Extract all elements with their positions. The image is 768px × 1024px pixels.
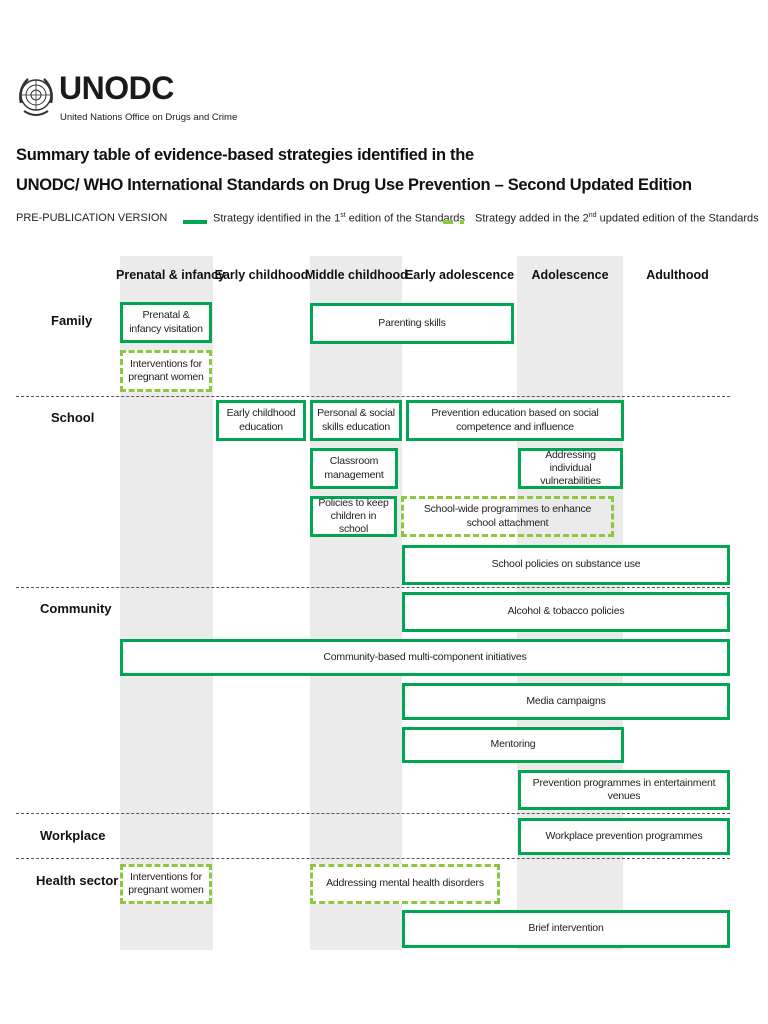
legend-dashed-swatch-a — [443, 220, 453, 224]
strategy-community-multi-component: Community-based multi-component initiati… — [120, 639, 730, 676]
row-divider — [16, 813, 730, 814]
column-header-early-adolescence: Early adolescence — [404, 268, 515, 282]
column-header-middle-childhood: Middle childhood — [305, 268, 408, 282]
row-label-workplace: Workplace — [40, 828, 106, 843]
page-title-line-1: Summary table of evidence-based strategi… — [16, 146, 474, 164]
legend-dashed-swatch-b — [460, 220, 464, 224]
strategy-alcohol-tobacco-policies: Alcohol & tobacco policies — [402, 592, 730, 632]
strategy-addressing-individual-vulnerabilities: Addressing individual vulnerabilities — [518, 448, 623, 489]
row-label-family: Family — [51, 313, 93, 328]
strategy-brief-intervention: Brief intervention — [402, 910, 730, 948]
strategy-prenatal-infancy-visitation: Prenatal & infancy visitation — [120, 302, 212, 343]
strategy-media-campaigns: Media campaigns — [402, 683, 730, 720]
strategy-policies-keep-children-in-school: Policies to keep children in school — [310, 496, 397, 537]
strategy-school-policies-substance-use: School policies on substance use — [402, 545, 730, 585]
legend-solid-label: Strategy identified in the 1st edition o… — [213, 212, 465, 225]
page-title-line-2: UNODC/ WHO International Standards on Dr… — [16, 176, 692, 194]
row-divider — [16, 858, 730, 859]
column-header-adulthood: Adulthood — [646, 268, 709, 282]
strategy-workplace-prevention: Workplace prevention programmes — [518, 818, 730, 855]
un-emblem-icon — [19, 78, 53, 116]
strategy-entertainment-venues: Prevention programmes in entertainment v… — [518, 770, 730, 810]
row-label-school: School — [51, 410, 95, 425]
logo-wordmark: UNODC — [59, 70, 174, 106]
strategy-interventions-pregnant-women-family: Interventions for pregnant women — [120, 350, 212, 392]
strategy-school-wide-programmes: School-wide programmes to enhance school… — [401, 496, 614, 537]
strategy-classroom-management: Classroom management — [310, 448, 398, 489]
row-label-health-sector: Health sector — [36, 873, 119, 888]
strategy-early-childhood-education: Early childhood education — [216, 400, 306, 441]
legend-dashed-label: Strategy added in the 2nd updated editio… — [475, 212, 759, 225]
strategy-parenting-skills: Parenting skills — [310, 303, 514, 344]
version-label: PRE-PUBLICATION VERSION — [16, 212, 168, 224]
legend-solid-swatch — [183, 220, 207, 224]
strategy-personal-social-skills-education: Personal & social skills education — [310, 400, 402, 441]
row-divider — [16, 587, 730, 588]
strategy-interventions-pregnant-women-health: Interventions for pregnant women — [120, 864, 212, 904]
column-header-prenatal: Prenatal & infancy — [116, 268, 226, 282]
strategy-addressing-mental-health: Addressing mental health disorders — [310, 864, 500, 904]
column-shade-middle-childhood — [310, 256, 402, 950]
column-header-adolescence: Adolescence — [531, 268, 609, 282]
row-label-community: Community — [40, 601, 112, 616]
strategy-mentoring: Mentoring — [402, 727, 624, 763]
logo-subtitle: United Nations Office on Drugs and Crime — [60, 112, 238, 123]
column-header-early-childhood: Early childhood — [214, 268, 309, 282]
strategy-prevention-education-social-competence: Prevention education based on social com… — [406, 400, 624, 441]
row-divider — [16, 396, 730, 397]
